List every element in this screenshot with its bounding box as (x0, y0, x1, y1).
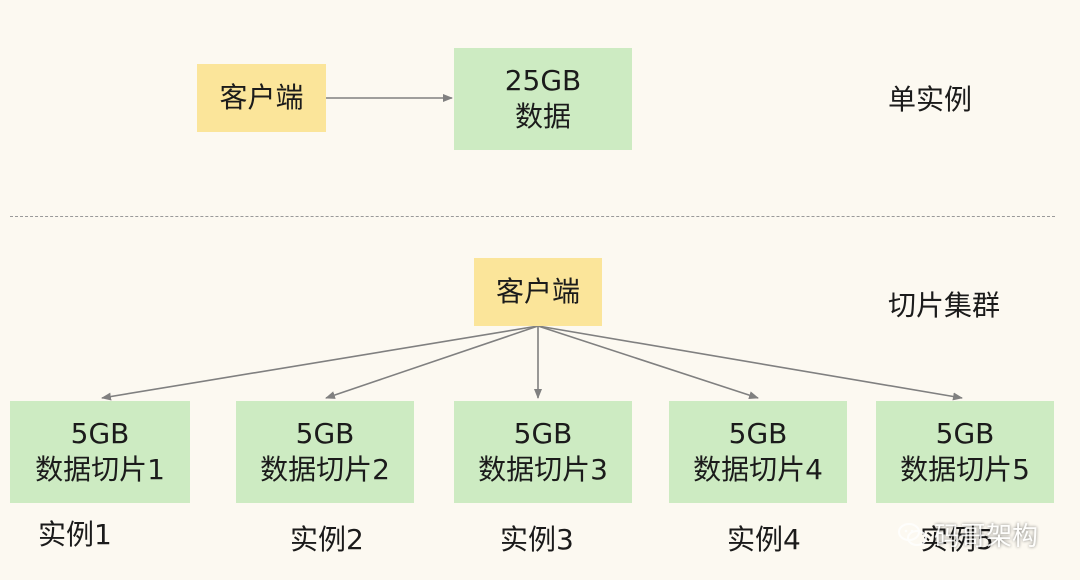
shard-name: 数据切片4 (693, 453, 823, 486)
shard-size: 5GB (513, 417, 573, 450)
single-data-box: 25GB 数据 (454, 48, 632, 150)
single-instance-label: 单实例 (888, 83, 973, 116)
single-client-label: 客户端 (219, 81, 304, 114)
shard-name: 数据切片3 (478, 453, 608, 486)
instance-label-1: 实例1 (38, 518, 112, 551)
shard-name: 数据切片1 (35, 453, 165, 486)
shard-box-4: 5GB 数据切片4 (669, 401, 847, 503)
arrow-client-to-shard-5 (537, 325, 963, 401)
shard-name: 数据切片2 (260, 453, 390, 486)
shard-size: 5GB (295, 417, 355, 450)
watermark-text: 码哥架构 (934, 522, 1039, 552)
instance-label-5: 实例5 (920, 523, 994, 556)
single-data-label: 数据 (514, 100, 571, 133)
arrow-client-to-shard-4 (537, 325, 759, 400)
single-client-box: 客户端 (197, 64, 326, 132)
shard-box-3: 5GB 数据切片3 (454, 401, 632, 503)
arrow-client-to-shard-2 (325, 325, 539, 399)
shard-box-2: 5GB 数据切片2 (236, 401, 414, 503)
cluster-client-box: 客户端 (474, 258, 602, 326)
shard-name: 数据切片5 (900, 453, 1030, 486)
instance-label-2: 实例2 (290, 523, 364, 556)
instance-label-3: 实例3 (500, 523, 574, 556)
shard-box-1: 5GB 数据切片1 (10, 401, 190, 503)
shard-size: 5GB (70, 417, 130, 450)
shard-box-5: 5GB 数据切片5 (876, 401, 1054, 503)
single-data-size: 25GB (504, 64, 582, 97)
instance-label-4: 实例4 (727, 523, 801, 556)
shard-size: 5GB (935, 417, 995, 450)
section-divider (10, 216, 1055, 217)
cluster-client-label: 客户端 (495, 275, 580, 308)
wechat-icon (898, 522, 927, 546)
arrow-client-to-shard-1 (101, 325, 539, 401)
slice-cluster-label: 切片集群 (888, 289, 1001, 322)
shard-size: 5GB (728, 417, 788, 450)
watermark: 码哥架构 (898, 516, 1038, 553)
